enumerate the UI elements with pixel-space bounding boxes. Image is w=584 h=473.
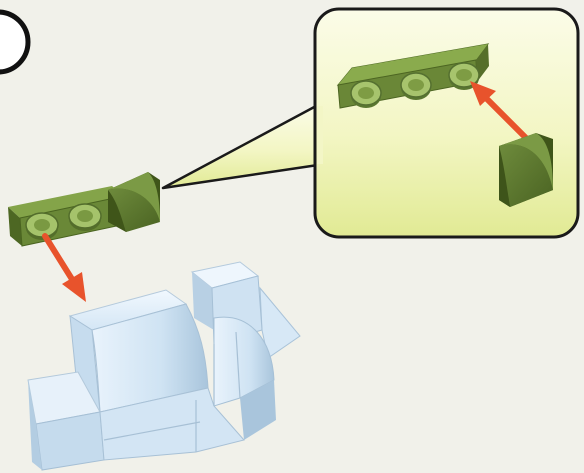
step-badge <box>0 12 28 72</box>
main-arrow-icon <box>45 236 86 302</box>
callout-pointer <box>163 105 318 188</box>
plate-slope-assembly <box>8 172 160 246</box>
stud <box>351 81 381 108</box>
light-blue-model <box>28 262 300 470</box>
stud <box>26 213 58 240</box>
callout-box <box>315 9 578 237</box>
stud <box>401 73 431 100</box>
stud <box>69 204 101 231</box>
